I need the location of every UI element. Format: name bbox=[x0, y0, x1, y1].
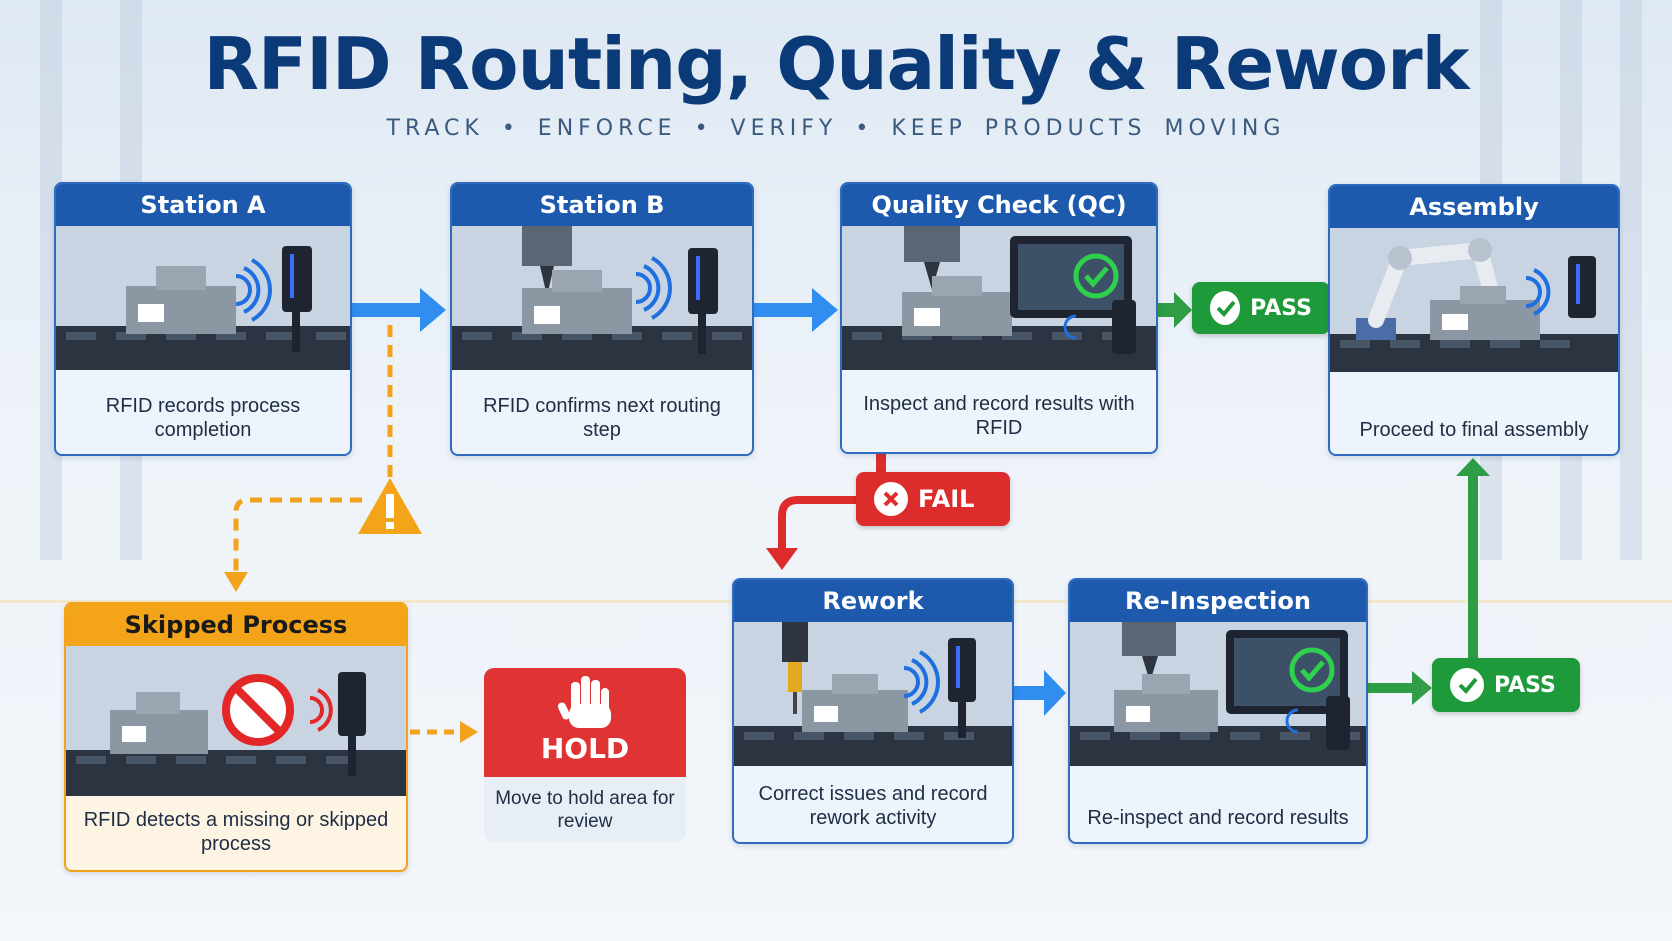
skipped-scene bbox=[66, 646, 406, 796]
card-caption: RFID detects a missing or skipped proces… bbox=[83, 809, 389, 855]
rfid-tag-icon bbox=[814, 706, 838, 722]
rfid-wave-icon bbox=[235, 258, 272, 322]
hold-header: HOLD bbox=[484, 668, 686, 777]
card-reinspection: Re-Inspection Re-inspect and record resu… bbox=[1068, 578, 1368, 844]
card-caption: RFID confirms next routing step bbox=[483, 395, 721, 441]
rfid-reader-icon bbox=[1568, 256, 1596, 318]
conveyor-scene bbox=[56, 226, 350, 370]
rfid-reader-icon bbox=[1112, 300, 1136, 354]
probe-icon bbox=[1122, 622, 1176, 656]
probe-icon bbox=[904, 226, 960, 262]
rfid-tag-icon bbox=[122, 726, 146, 742]
pass-label: PASS bbox=[1250, 295, 1312, 321]
card-title: Assembly bbox=[1330, 186, 1618, 228]
arrow-reinspection-to-pass bbox=[1366, 683, 1420, 693]
hold-label: HOLD bbox=[540, 732, 630, 765]
arrow-qc-to-pass bbox=[1156, 303, 1178, 317]
hand-stop-icon bbox=[557, 676, 611, 728]
card-title: Station A bbox=[56, 184, 350, 226]
rfid-reader-icon bbox=[688, 248, 718, 314]
rfid-tag-icon bbox=[138, 304, 164, 322]
card-skipped-process: Skipped Process RFID detects a missing o… bbox=[64, 602, 408, 872]
hold-box: HOLD Move to hold area for review bbox=[484, 668, 686, 842]
check-icon bbox=[1289, 647, 1335, 693]
rfid-reader-icon bbox=[338, 672, 366, 736]
rfid-wave-icon bbox=[1063, 314, 1077, 340]
rfid-reader-icon bbox=[948, 638, 976, 702]
robot-arm-icon bbox=[1356, 238, 1498, 340]
arrow-pass-to-assembly bbox=[1468, 470, 1478, 660]
fail-label: FAIL bbox=[918, 485, 975, 513]
page-subtitle: TRACK • ENFORCE • VERIFY • KEEP PRODUCTS… bbox=[386, 116, 1286, 141]
check-icon bbox=[1210, 291, 1241, 325]
arrow-b-to-qc bbox=[752, 303, 816, 317]
pass-badge-bottom: PASS bbox=[1432, 658, 1580, 712]
card-caption: Re-inspect and record results bbox=[1087, 807, 1349, 829]
card-title: Quality Check (QC) bbox=[842, 184, 1156, 226]
card-rework: Rework Correct issues and record rework … bbox=[732, 578, 1014, 844]
pass-badge-top: PASS bbox=[1192, 282, 1330, 334]
card-title: Skipped Process bbox=[66, 604, 406, 646]
card-title: Station B bbox=[452, 184, 752, 226]
arrow-fail-to-rework bbox=[778, 496, 858, 552]
machining-scene bbox=[452, 226, 752, 370]
hold-caption: Move to hold area for review bbox=[495, 788, 675, 832]
rfid-tag-icon bbox=[914, 308, 940, 326]
arrow-a-to-b bbox=[352, 303, 424, 317]
check-icon bbox=[1073, 253, 1119, 299]
robot-arm-scene bbox=[1330, 228, 1618, 372]
rfid-tag-icon bbox=[1126, 706, 1150, 722]
rfid-wave-icon bbox=[1285, 708, 1299, 734]
card-quality-check: Quality Check (QC) Inspect and record re… bbox=[840, 182, 1158, 454]
rfid-wave-icon bbox=[1525, 268, 1551, 316]
rfid-wave-icon bbox=[635, 256, 672, 320]
no-entry-icon bbox=[222, 674, 294, 746]
spindle-icon bbox=[522, 226, 572, 266]
card-caption: Inspect and record results with RFID bbox=[863, 393, 1135, 439]
card-title: Re-Inspection bbox=[1070, 580, 1366, 622]
rfid-tag-icon bbox=[1442, 314, 1468, 330]
page-title: RFID Routing, Quality & Rework bbox=[203, 22, 1469, 106]
card-title: Rework bbox=[734, 580, 1012, 622]
rfid-reader-icon bbox=[282, 246, 312, 312]
pass-label: PASS bbox=[1494, 672, 1556, 698]
fail-badge: FAIL bbox=[856, 472, 1010, 526]
card-caption: RFID records process completion bbox=[105, 395, 301, 441]
rfid-tag-icon bbox=[534, 306, 560, 324]
rework-scene bbox=[734, 622, 1012, 766]
card-caption: Proceed to final assembly bbox=[1359, 419, 1589, 441]
x-icon bbox=[874, 482, 908, 516]
inspection-scene bbox=[842, 226, 1156, 370]
card-caption: Correct issues and record rework activit… bbox=[758, 783, 988, 829]
card-assembly: Assembly Proceed to final assembly bbox=[1328, 184, 1620, 456]
screwdriver-icon bbox=[782, 622, 808, 662]
reinspection-scene bbox=[1070, 622, 1366, 766]
warning-icon bbox=[358, 478, 422, 534]
rfid-wave-icon bbox=[309, 688, 333, 732]
card-station-b: Station B RFID confirms next routing ste… bbox=[450, 182, 754, 456]
rfid-reader-icon bbox=[1326, 696, 1350, 750]
check-icon bbox=[1450, 668, 1484, 702]
rfid-wave-icon bbox=[903, 650, 940, 714]
card-station-a: Station A RFID records process completio… bbox=[54, 182, 352, 456]
